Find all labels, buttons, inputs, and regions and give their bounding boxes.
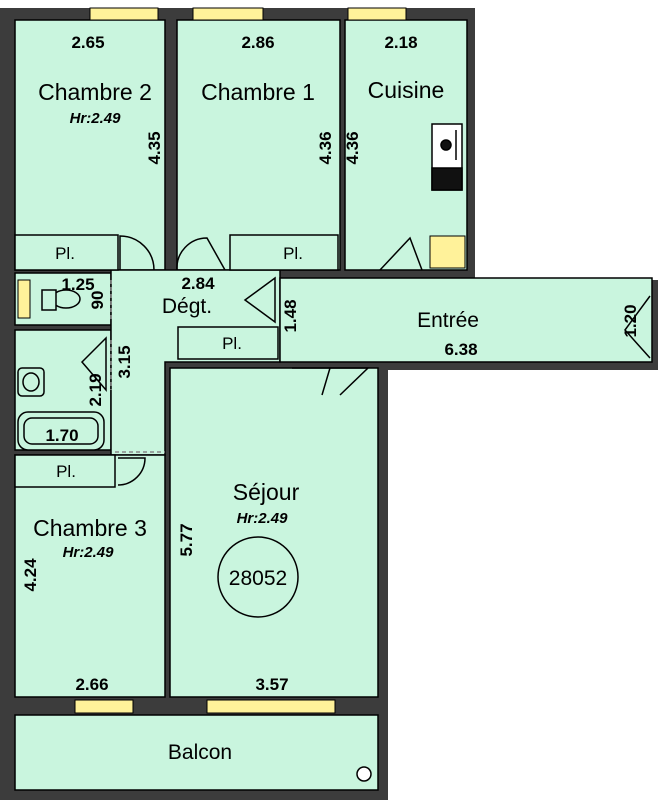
- room-dim: 1.25: [61, 275, 94, 294]
- room-height: Hr:2.49: [70, 110, 122, 127]
- room-entree: [279, 277, 653, 363]
- door-swing-icon: [117, 457, 146, 486]
- room-name: Dégt.: [162, 295, 212, 318]
- door-swing-icon: [176, 237, 226, 271]
- room-dim: 90: [88, 291, 107, 310]
- room-dim: 4.36: [316, 131, 335, 164]
- closet-label: Pl.: [56, 462, 76, 481]
- doors: [80, 235, 651, 486]
- window: [429, 235, 466, 269]
- reference-circle: [217, 536, 299, 618]
- closets: [14, 234, 339, 488]
- door-swing-icon: [243, 276, 276, 324]
- rooms: [14, 19, 653, 791]
- closet-label: Pl.: [55, 244, 75, 263]
- downpipe-icon: [356, 766, 372, 782]
- window: [17, 279, 31, 319]
- fixtures: [17, 123, 463, 782]
- room-dim: 3.57: [255, 675, 288, 694]
- room-dim: 2.19: [86, 373, 105, 406]
- room-height: Hr:2.49: [237, 510, 289, 527]
- bath-dim: 1.70: [45, 426, 78, 445]
- room-name: Entrée: [417, 309, 479, 332]
- room-height: Hr:2.49: [63, 544, 115, 561]
- washbasin-icon: [17, 367, 45, 397]
- room-dim: 3.15: [115, 345, 134, 378]
- closet: [229, 234, 339, 271]
- room-name: Séjour: [233, 479, 300, 505]
- window: [347, 7, 407, 21]
- room-chambre-2: [14, 19, 166, 271]
- window: [74, 699, 134, 714]
- room-dim: 5.77: [177, 523, 196, 556]
- room-dim: 1.48: [281, 299, 300, 332]
- windows: [17, 7, 466, 714]
- room-dim: 4.35: [145, 131, 164, 164]
- closet: [14, 454, 116, 488]
- room-dim: 1.20: [621, 304, 640, 337]
- room-dim: 2.65: [71, 33, 104, 52]
- closet-label: Pl.: [222, 334, 242, 353]
- room-balcon: [14, 714, 379, 791]
- room-dim: 4.24: [21, 558, 40, 592]
- door-swing-icon: [624, 295, 651, 359]
- window: [192, 7, 264, 21]
- room-dim: 2.66: [75, 675, 108, 694]
- reference-number: 28052: [229, 567, 287, 590]
- room-dim: 2.18: [384, 33, 417, 52]
- room-dim: 2.84: [181, 274, 215, 293]
- room-chambre-1: [176, 19, 341, 271]
- bathtub-icon: [17, 411, 105, 451]
- toilet-icon: [41, 289, 81, 311]
- room-name: Chambre 1: [201, 79, 315, 105]
- closet: [14, 234, 119, 271]
- room-name: Balcon: [168, 741, 232, 764]
- room-name: Cuisine: [368, 77, 445, 103]
- window: [89, 7, 159, 21]
- door-openings: [110, 280, 165, 453]
- closet-label: Pl.: [283, 244, 303, 263]
- room-dim: 6.38: [444, 340, 477, 359]
- room-dim: 2.86: [241, 33, 274, 52]
- door-swing-icon: [119, 235, 155, 271]
- labels: Chambre 2 Hr:2.49 2.65 4.35 Chambre 1 2.…: [21, 33, 640, 764]
- room-dim: 4.36: [343, 131, 362, 164]
- room-sejour: [169, 367, 379, 698]
- room-chambre-3: [14, 454, 166, 698]
- cooktop-icon: [431, 123, 463, 191]
- closet: [177, 326, 279, 360]
- door-swing-icon: [379, 236, 423, 271]
- room-name: Chambre 3: [33, 515, 147, 541]
- room-name: Chambre 2: [38, 79, 152, 105]
- window: [206, 699, 336, 714]
- door-swing-icon: [292, 367, 370, 396]
- door-swing-icon: [80, 336, 107, 393]
